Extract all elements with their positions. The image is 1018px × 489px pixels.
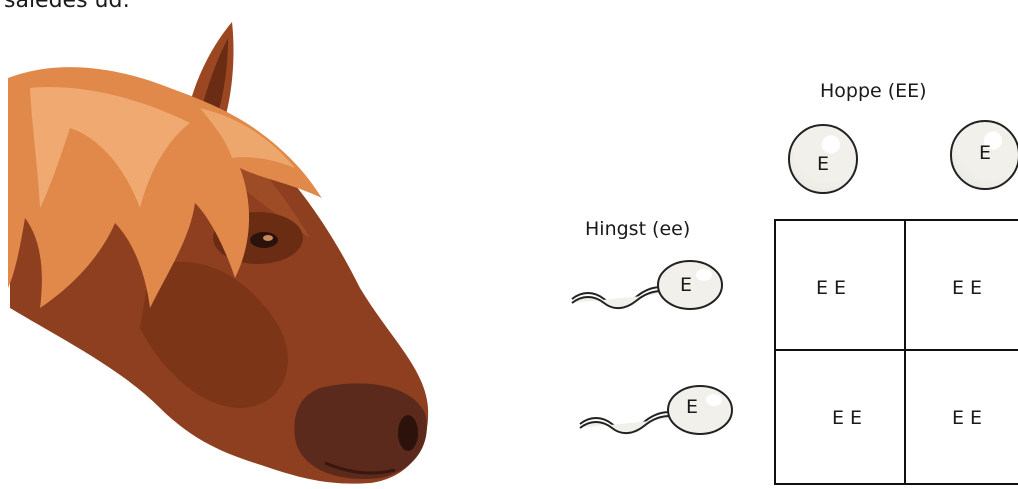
sperm-allele-1: E: [680, 274, 692, 296]
sperm-cell-2: [576, 380, 736, 440]
egg-allele-1: E: [817, 153, 829, 175]
stallion-label: Hingst (ee): [585, 218, 690, 240]
sperm-cell-1: [568, 255, 728, 315]
horse-head-illustration: [0, 8, 440, 489]
grid-divider-horizontal: [776, 349, 1018, 351]
horse-eye: [250, 232, 278, 248]
egg-cell-2: E: [950, 120, 1018, 190]
punnett-square: E E E E E E E E: [774, 219, 1018, 485]
egg-allele-2: E: [979, 142, 991, 164]
horse-nostril: [398, 415, 418, 451]
punnett-cell-2-2: E E: [952, 407, 982, 429]
punnett-cell-2-1: E E: [832, 407, 862, 429]
egg-cell-1: E: [788, 124, 858, 194]
mare-label: Hoppe (EE): [820, 80, 927, 102]
punnett-cell-1-1: E E: [816, 277, 846, 299]
grid-divider-vertical: [904, 221, 906, 483]
punnett-cell-1-2: E E: [952, 277, 982, 299]
sperm-allele-2: E: [686, 396, 698, 418]
